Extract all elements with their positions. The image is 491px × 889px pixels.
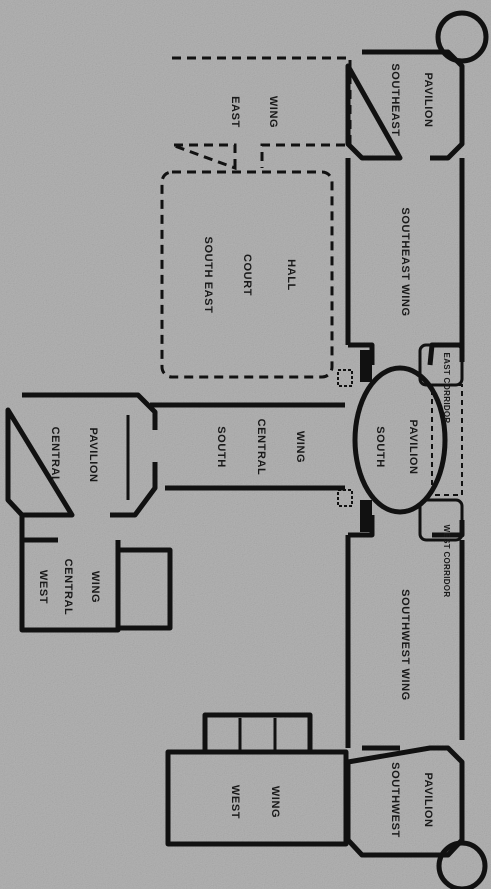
south-central-wing-label-2: CENTRAL xyxy=(255,419,267,476)
south-pavilion-label-2: PAVILION xyxy=(407,419,419,474)
southeast-wing xyxy=(345,158,465,360)
central-pavilion-label-2: PAVILION xyxy=(87,427,99,482)
west-central-wing-label-3: WING xyxy=(89,571,101,603)
east-wing-label-1: EAST xyxy=(229,96,241,128)
south-central-wing-label-3: WING xyxy=(294,431,306,463)
southwest-pavilion xyxy=(345,745,488,889)
west-central-wing xyxy=(19,515,173,633)
southwest-pavilion-label-2: PAVILION xyxy=(422,772,434,827)
south-central-wing-label-1: SOUTH xyxy=(215,426,227,468)
west-central-wing-label-2: CENTRAL xyxy=(62,559,74,616)
west-central-wing-label-1: WEST xyxy=(37,570,49,604)
east-wing-label-2: WING xyxy=(267,96,279,128)
southeast-pavilion xyxy=(345,10,489,161)
court-hall-label-1: SOUTH EAST xyxy=(202,237,214,314)
south-east-court-hall xyxy=(160,170,334,379)
east-corridor xyxy=(418,343,464,387)
central-pavilion xyxy=(5,392,158,518)
east-wing xyxy=(171,56,352,171)
south-pavilion-label-1: SOUTH xyxy=(374,426,386,468)
court-hall-label-3: HALL xyxy=(285,259,297,291)
west-corridor xyxy=(418,498,464,542)
southwest-wing xyxy=(345,535,465,748)
southwest-pavilion-label-1: SOUTHWEST xyxy=(389,762,401,838)
southeast-pavilion-label-2: PAVILION xyxy=(422,72,434,127)
southeast-pavilion-label-1: SOUTHEAST xyxy=(389,63,401,136)
southeast-wing-label: SOUTHEAST WING xyxy=(399,207,411,316)
court-hall-label-2: COURT xyxy=(241,254,253,296)
southwest-wing-label: SOUTHWEST WING xyxy=(399,589,411,701)
west-corridor-label: WEST CORRIDOR xyxy=(442,525,451,598)
south-central-wing xyxy=(150,402,345,491)
east-corridor-label: EAST CORRIDOR xyxy=(442,352,451,423)
central-pavilion-label-1: CENTRAL xyxy=(49,427,61,484)
west-wing-label-2: WING xyxy=(269,786,281,818)
west-wing-label-1: WEST xyxy=(229,785,241,819)
